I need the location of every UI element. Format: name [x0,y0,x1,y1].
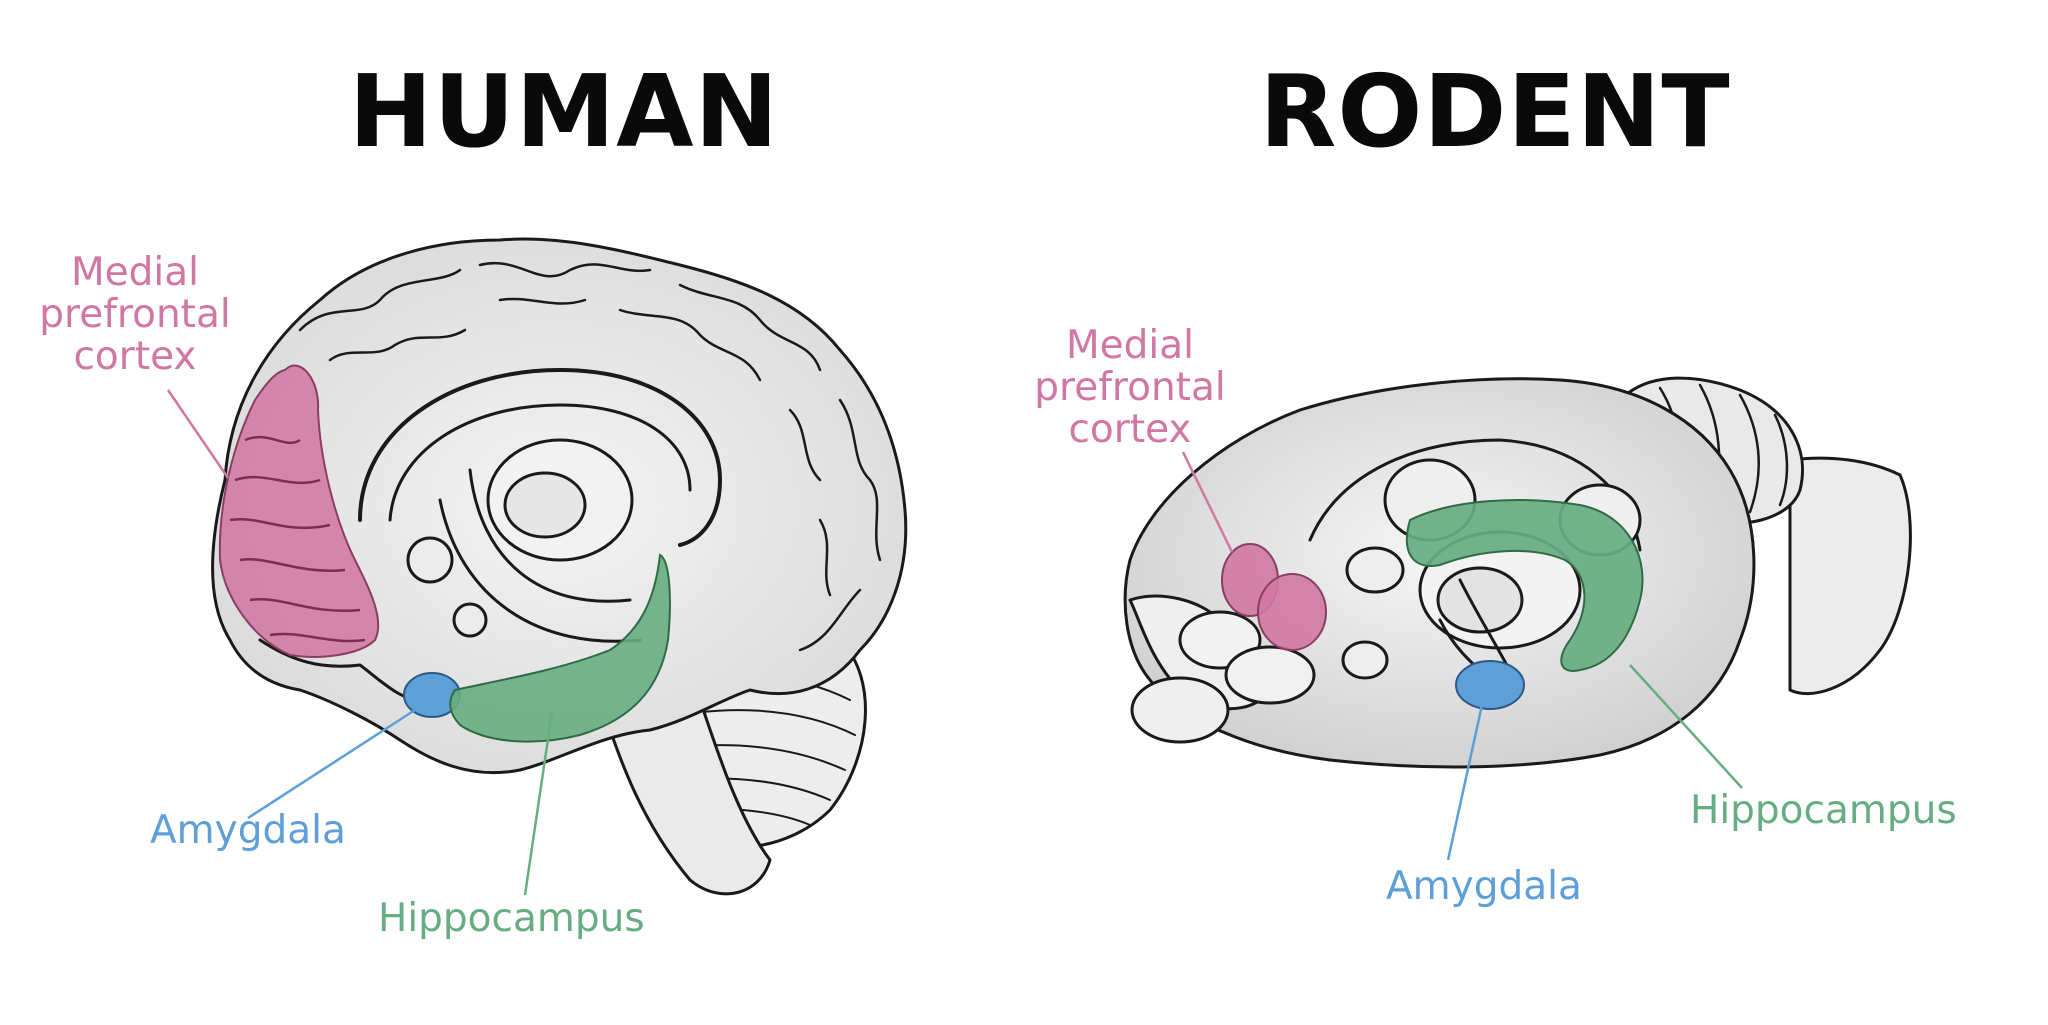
rodent-nucleus-b [1341,640,1389,680]
rodent-thalamus-inner [1436,566,1524,634]
human-mpfc-label: Medial prefrontal cortex [30,252,240,378]
rodent-mpfc-label: Medial prefrontal cortex [1020,325,1240,451]
human-brain-drawing [211,237,908,896]
human-corpus-callosum [358,368,722,547]
rodent-mpfc-region-b [1257,573,1327,651]
human-gyri [298,262,882,652]
rodent-bulb-lobe-c [1130,676,1230,744]
rodent-hippocampus-label: Hippocampus [1690,788,1957,833]
human-amygdala-label: Amygdala [150,808,346,853]
rodent-amygdala-leader [1446,704,1484,861]
rodent-mpfc-leader [1181,451,1234,553]
rodent-brain-drawing [1123,376,1912,769]
human-mpfc-label-line-2: prefrontal [39,292,231,337]
rodent-mpfc-label-line-2: prefrontal [1034,365,1226,410]
rodent-spinal-cord [1788,456,1912,696]
human-thalamus-inner [503,471,587,539]
rodent-amygdala-label: Amygdala [1386,864,1582,909]
human-hippocampus-label: Hippocampus [378,896,645,941]
title-rodent: RODENT [1259,53,1731,170]
rodent-hippocampus-leader [1629,664,1743,789]
human-hippocampus-region [449,553,671,743]
rodent-bulb-lobe-b [1224,645,1316,705]
rodent-amygdala-region [1455,660,1525,710]
human-frontal-base [258,638,422,702]
rodent-mpfc-label-line-3: cortex [1068,407,1192,452]
human-mpfc-folds [229,435,366,643]
human-amygdala-leader [247,706,419,820]
rodent-mpfc-label-line-1: Medial [1066,323,1194,368]
human-mpfc-leader [166,389,230,479]
human-fornix-2 [438,498,642,643]
human-nucleus-b [452,602,488,638]
human-nucleus-a [406,536,454,584]
human-corpus-callosum-inner [388,403,692,522]
human-mpfc-label-line-1: Medial [71,250,199,295]
rodent-hippocampus-region [1405,499,1644,672]
human-brainstem [598,698,772,896]
human-mpfc-label-line-3: cortex [73,334,197,379]
title-human: HUMAN [348,53,780,170]
human-hippocampus-leader [523,711,554,896]
rodent-nucleus-a [1345,546,1405,594]
human-fornix [468,468,632,603]
